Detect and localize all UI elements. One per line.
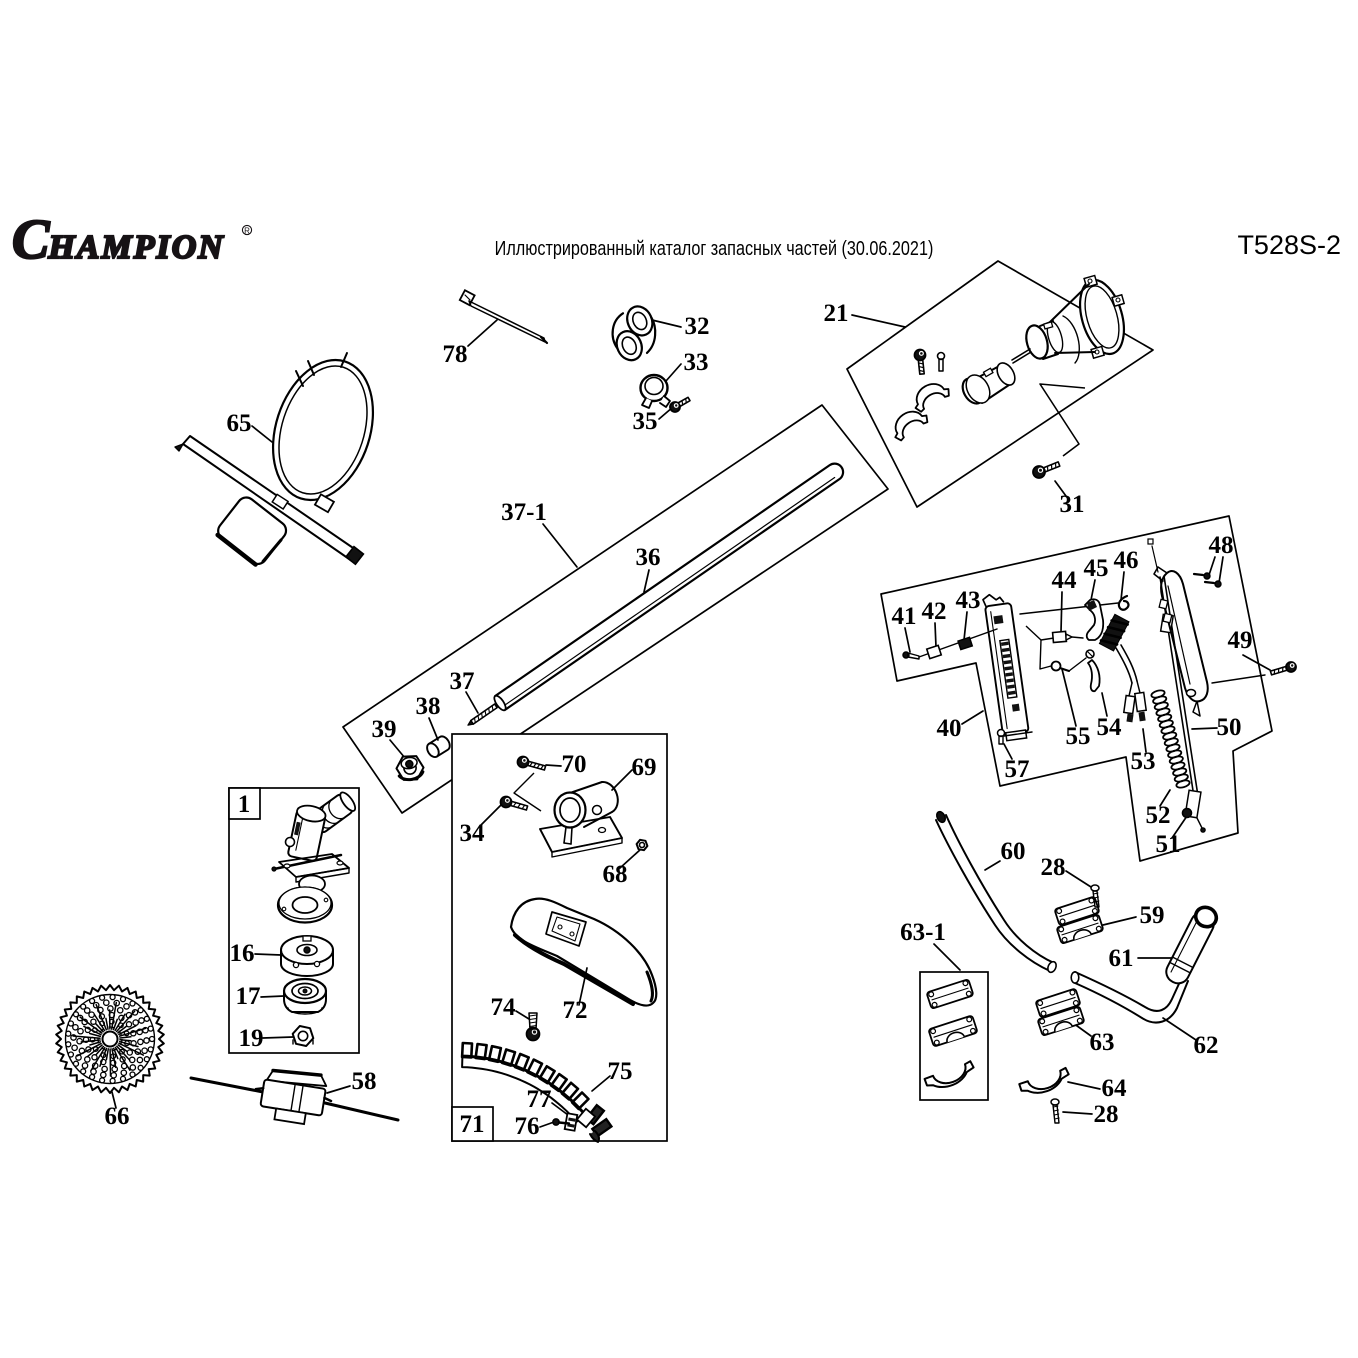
svg-text:43: 43 (956, 587, 981, 614)
svg-text:46: 46 (1114, 547, 1139, 574)
svg-text:Иллюстрированный каталог запас: Иллюстрированный каталог запасных частей… (495, 237, 934, 259)
svg-text:66: 66 (105, 1103, 130, 1130)
svg-text:48: 48 (1209, 532, 1234, 559)
svg-text:28: 28 (1094, 1101, 1119, 1128)
svg-text:45: 45 (1084, 555, 1109, 582)
svg-text:37-1: 37-1 (501, 499, 547, 526)
svg-text:61: 61 (1109, 945, 1134, 972)
svg-text:33: 33 (684, 349, 709, 376)
svg-text:74: 74 (491, 994, 517, 1021)
svg-text:60: 60 (1001, 838, 1026, 865)
svg-text:50: 50 (1217, 714, 1242, 741)
svg-text:52: 52 (1146, 802, 1171, 829)
svg-text:70: 70 (562, 751, 587, 778)
svg-text:41: 41 (892, 603, 917, 630)
svg-text:37: 37 (450, 668, 475, 695)
svg-text:59: 59 (1140, 902, 1165, 929)
svg-text:76: 76 (515, 1113, 540, 1140)
svg-text:R: R (244, 227, 250, 236)
svg-text:62: 62 (1194, 1032, 1219, 1059)
svg-text:71: 71 (460, 1111, 485, 1138)
svg-text:53: 53 (1131, 748, 1156, 775)
svg-text:17: 17 (236, 983, 261, 1010)
svg-text:T528S-2: T528S-2 (1237, 230, 1341, 260)
svg-text:51: 51 (1156, 831, 1181, 858)
svg-text:75: 75 (608, 1058, 633, 1085)
svg-text:57: 57 (1005, 756, 1030, 783)
svg-text:63-1: 63-1 (900, 919, 946, 946)
svg-text:1: 1 (238, 791, 251, 818)
svg-text:16: 16 (230, 940, 255, 967)
svg-text:42: 42 (922, 598, 947, 625)
svg-text:CHAMPION: CHAMPION (12, 209, 225, 271)
svg-text:28: 28 (1041, 854, 1066, 881)
svg-text:58: 58 (352, 1068, 377, 1095)
svg-text:19: 19 (239, 1025, 264, 1052)
svg-text:38: 38 (416, 693, 441, 720)
svg-text:63: 63 (1090, 1029, 1115, 1056)
svg-text:49: 49 (1228, 627, 1253, 654)
svg-text:32: 32 (685, 313, 710, 340)
svg-text:31: 31 (1060, 491, 1085, 518)
svg-text:54: 54 (1097, 714, 1123, 741)
svg-text:39: 39 (372, 716, 397, 743)
svg-text:64: 64 (1102, 1075, 1128, 1102)
svg-text:21: 21 (824, 300, 849, 327)
svg-text:78: 78 (443, 341, 468, 368)
svg-text:44: 44 (1052, 567, 1078, 594)
svg-text:72: 72 (563, 997, 588, 1024)
svg-text:36: 36 (636, 544, 661, 571)
svg-text:65: 65 (227, 410, 252, 437)
svg-text:69: 69 (632, 754, 657, 781)
svg-text:40: 40 (937, 715, 962, 742)
svg-text:55: 55 (1066, 723, 1091, 750)
svg-text:35: 35 (633, 408, 658, 435)
